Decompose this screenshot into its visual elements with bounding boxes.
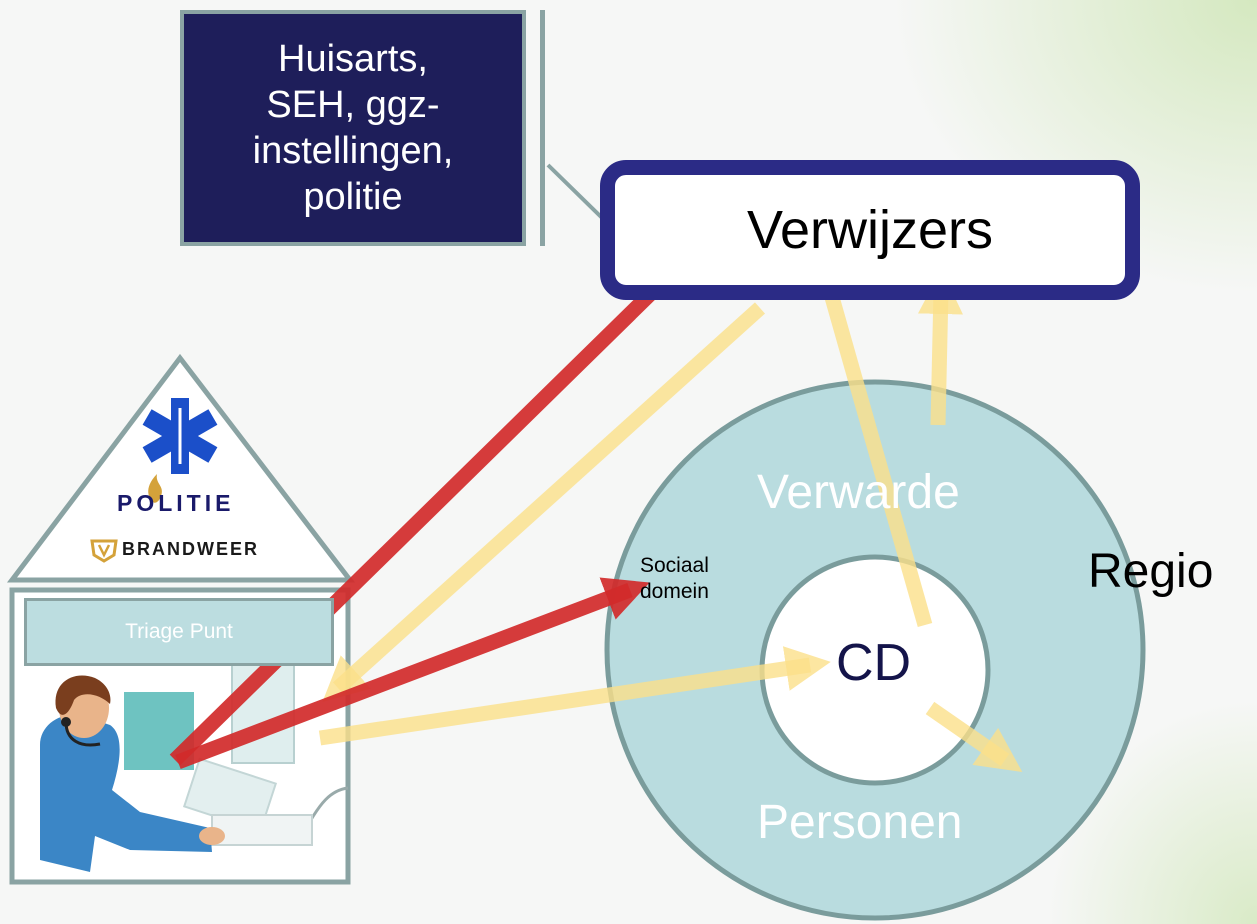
circle-label-bottom: Personen (757, 796, 963, 849)
desk-base (211, 814, 313, 846)
region-label: Regio (1088, 545, 1214, 598)
note-line: SEH, ggz- (266, 84, 440, 126)
arrow-core-to-region (925, 701, 1023, 772)
note-line: instellingen, (252, 130, 454, 172)
triage-point-label: Triage Punt (125, 620, 233, 643)
politie-logo-text: POLITIE (117, 490, 235, 516)
arrow-region-to-verwijzers (917, 269, 963, 426)
circle-label-top: Verwarde (757, 466, 960, 519)
star-of-life-icon (142, 398, 218, 474)
arrow-triage-to-verwijzers (169, 240, 705, 766)
dispatcher-illustration (40, 654, 349, 872)
social-domain-label: Sociaal domein (640, 553, 709, 605)
arrow-core-to-verwijzers (804, 234, 933, 628)
politie-flame-icon (148, 474, 162, 503)
triage-point-bar: Triage Punt (24, 598, 334, 666)
brandweer-logo-text: BRANDWEER (122, 539, 259, 559)
core-label: CD (836, 634, 912, 692)
note-side-bar (540, 10, 545, 246)
brandweer-emblem-icon (90, 539, 118, 563)
verwijzers-box: Verwijzers (600, 160, 1140, 300)
dispatcher-hair (55, 675, 111, 715)
note-line: politie (303, 176, 403, 218)
referrers-note: Huisarts, SEH, ggz- instellingen, politi… (180, 10, 526, 246)
headset-earpiece (61, 717, 71, 727)
arrow-triage-to-social-domain (175, 577, 650, 770)
social-domain-line: Sociaal (640, 554, 709, 577)
social-domain-line: domein (640, 580, 709, 603)
note-line: Huisarts, (278, 38, 428, 80)
dispatcher-body (40, 714, 212, 872)
arrow-layer (169, 234, 1023, 772)
arrow-verwijzers-to-triage (322, 302, 766, 703)
verwijzers-label: Verwijzers (746, 200, 994, 260)
dispatcher-hand (199, 827, 225, 845)
arrow-triage-to-core (318, 646, 831, 746)
